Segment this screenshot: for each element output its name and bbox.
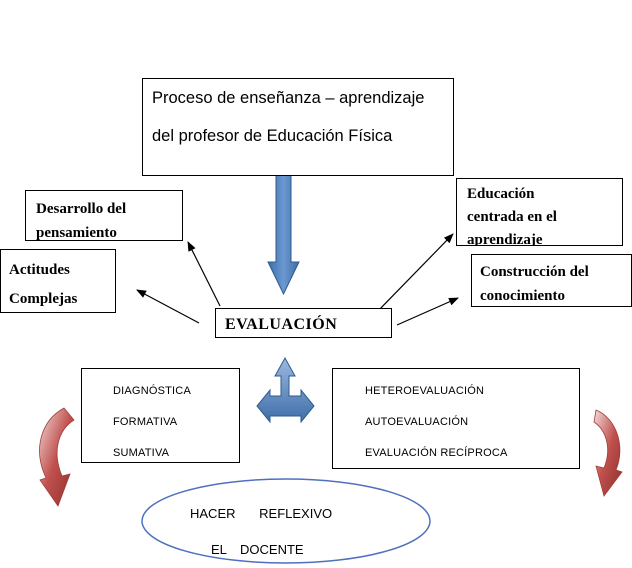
actitudes-line-1: Actitudes <box>9 262 70 278</box>
hacer-reflexivo-ellipse <box>141 478 431 564</box>
ellipse-word-docente: DOCENTE <box>240 542 304 557</box>
ellipse-word-hacer: HACER <box>190 506 236 521</box>
actitudes-box: Actitudes Complejas <box>0 249 116 313</box>
proceso-line-1: Proceso de enseñanza – aprendizaje <box>152 89 425 107</box>
construccion-line-1: Construcción del <box>480 264 589 280</box>
list-item-sumativa: SUMATIVA <box>113 447 170 459</box>
list-item-diagnostica: DIAGNÓSTICA <box>113 385 191 397</box>
arrow-to-construccion <box>396 297 459 326</box>
proceso-line-2: del profesor de Educación Física <box>152 127 393 145</box>
down-arrow-icon <box>267 165 300 296</box>
tipos-evaluacion-box: DIAGNÓSTICA FORMATIVA SUMATIVA <box>81 368 240 463</box>
educacion-line-3: aprendizaje <box>467 232 543 246</box>
desarrollo-line-1: Desarrollo del <box>36 201 127 217</box>
desarrollo-box: Desarrollo del pensamiento <box>25 190 183 241</box>
construccion-box: Construcción del conocimiento <box>471 254 632 307</box>
list-item-autoevaluacion: AUTOEVALUACIÓN <box>365 416 469 428</box>
evaluacion-label: EVALUACIÓN <box>225 316 338 333</box>
agentes-evaluacion-box: HETEROEVALUACIÓN AUTOEVALUACIÓN EVALUACI… <box>332 368 580 469</box>
evaluacion-box: EVALUACIÓN <box>215 308 392 338</box>
ellipse-line-2: EL DOCENTE <box>190 532 390 568</box>
list-item-evaluacion-reciproca: EVALUACIÓN RECÍPROCA <box>365 447 508 459</box>
ellipse-word-el: EL <box>211 542 227 557</box>
actitudes-line-2: Complejas <box>9 291 78 307</box>
ellipse-line-1: HACER REFLEXIVO <box>190 496 390 532</box>
ellipse-text: HACER REFLEXIVO EL DOCENTE <box>190 496 390 568</box>
educacion-line-1: Educación <box>467 186 535 202</box>
list-item-formativa: FORMATIVA <box>113 416 178 428</box>
arrow-to-desarrollo <box>187 241 221 307</box>
right-curved-arrow-icon <box>593 409 623 497</box>
desarrollo-line-2: pensamiento <box>36 225 117 241</box>
construccion-line-2: conocimiento <box>480 288 565 304</box>
proceso-box: Proceso de enseñanza – aprendizaje del p… <box>142 78 454 176</box>
arrow-to-actitudes <box>136 289 200 324</box>
educacion-box: Educación centrada en el aprendizaje <box>456 178 623 246</box>
arrow-to-educacion <box>375 233 454 314</box>
ellipse-word-reflexivo: REFLEXIVO <box>259 506 333 521</box>
three-way-arrow-icon <box>256 356 315 424</box>
list-item-heteroevaluacion: HETEROEVALUACIÓN <box>365 385 485 397</box>
left-curved-arrow-icon <box>39 407 75 507</box>
educacion-line-2: centrada en el <box>467 209 557 225</box>
